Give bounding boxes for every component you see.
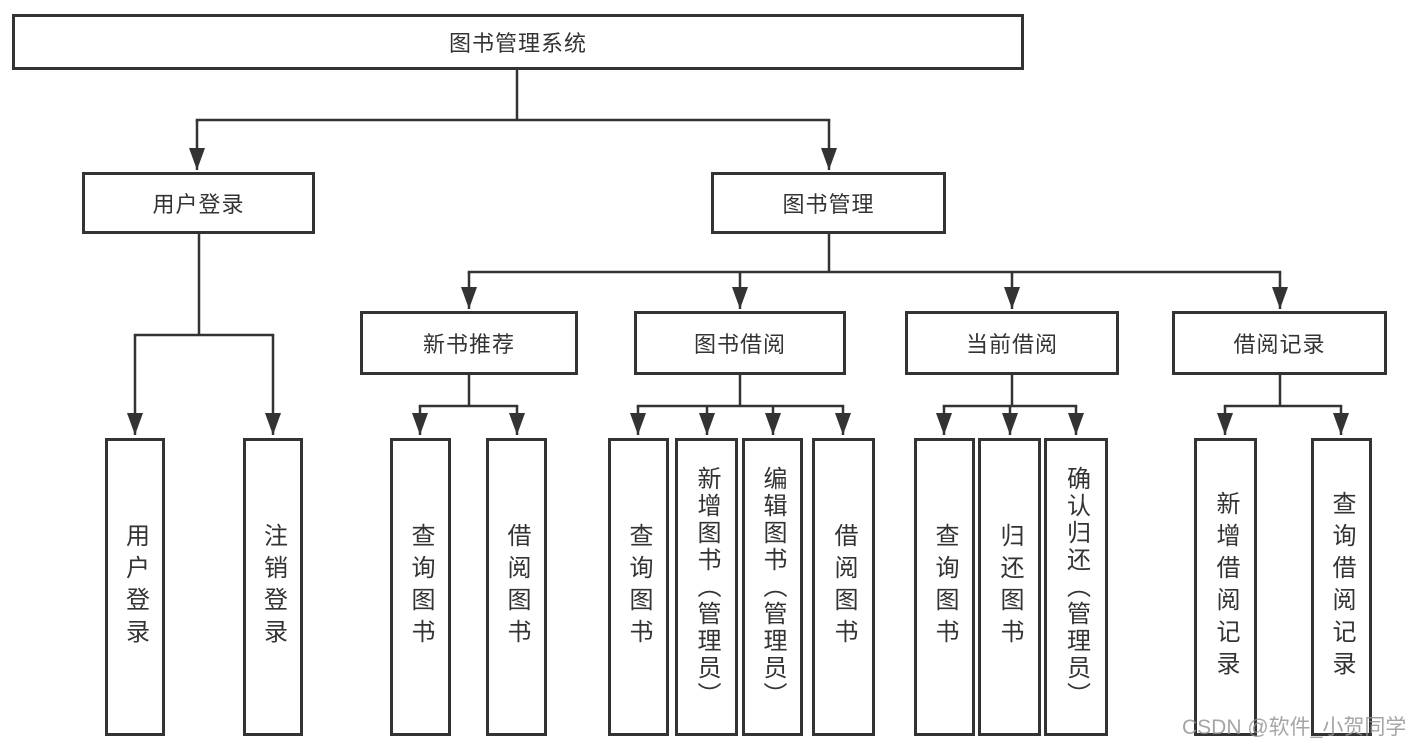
node-borrow-records-label: 借阅记录 — [1233, 332, 1326, 357]
leaf-borrow-books-recommend-label: 借阅图书 — [503, 523, 530, 651]
leaf-borrow-books: 借阅图书 — [812, 438, 875, 736]
leaf-add-book-admin-label: 新增图书（管理员） — [693, 465, 720, 709]
edges-book-mgmt-to-level3 — [461, 234, 1288, 309]
leaf-query-books-borrow: 查询图书 — [608, 438, 669, 736]
node-new-book-recommend: 新书推荐 — [360, 311, 578, 375]
node-current-borrow-label: 当前借阅 — [965, 332, 1058, 357]
node-borrow-records: 借阅记录 — [1172, 311, 1387, 375]
edges-root-to-level2 — [189, 70, 837, 170]
node-book-mgmt-label: 图书管理 — [782, 192, 875, 217]
edges-new-book-group — [412, 375, 525, 435]
leaf-logout-label: 注销登录 — [259, 523, 287, 651]
node-user-login: 用户登录 — [82, 172, 315, 234]
leaf-return-book: 归还图书 — [978, 438, 1041, 736]
leaf-add-borrow-record-label: 新增借阅记录 — [1212, 491, 1239, 683]
edges-borrow-records-group — [1217, 375, 1349, 435]
leaf-query-books-current: 查询图书 — [914, 438, 975, 736]
leaf-user-login: 用户登录 — [105, 438, 165, 736]
leaf-add-borrow-record: 新增借阅记录 — [1194, 438, 1257, 736]
leaf-borrow-books-label: 借阅图书 — [830, 523, 857, 651]
node-root: 图书管理系统 — [12, 14, 1024, 70]
leaf-logout: 注销登录 — [243, 438, 303, 736]
leaf-query-books-recommend: 查询图书 — [390, 438, 451, 736]
node-book-borrow-label: 图书借阅 — [693, 332, 786, 357]
leaf-return-book-label: 归还图书 — [996, 523, 1023, 651]
edges-book-borrow-group — [630, 375, 851, 435]
edges-user-login-group — [127, 234, 281, 435]
leaf-query-borrow-record: 查询借阅记录 — [1311, 438, 1372, 736]
leaf-confirm-return-admin: 确认归还（管理员） — [1044, 438, 1108, 736]
node-user-login-label: 用户登录 — [152, 192, 245, 217]
node-current-borrow: 当前借阅 — [905, 311, 1119, 375]
leaf-borrow-books-recommend: 借阅图书 — [486, 438, 547, 736]
leaf-query-borrow-record-label: 查询借阅记录 — [1328, 491, 1355, 683]
leaf-add-book-admin: 新增图书（管理员） — [675, 438, 738, 736]
leaf-edit-book-admin: 编辑图书（管理员） — [742, 438, 803, 736]
node-root-label: 图书管理系统 — [448, 31, 587, 56]
leaf-confirm-return-admin-label: 确认归还（管理员） — [1062, 465, 1090, 709]
leaf-edit-book-admin-label: 编辑图书（管理员） — [759, 465, 786, 709]
watermark: CSDN @软件_小贺同学 — [1182, 716, 1405, 739]
node-book-borrow: 图书借阅 — [634, 311, 846, 375]
node-book-mgmt: 图书管理 — [711, 172, 946, 234]
edges-current-borrow-group — [936, 375, 1084, 435]
leaf-user-login-label: 用户登录 — [121, 523, 149, 651]
leaf-query-books-recommend-label: 查询图书 — [407, 523, 434, 651]
node-new-book-recommend-label: 新书推荐 — [422, 332, 515, 357]
leaf-query-books-current-label: 查询图书 — [931, 523, 958, 651]
leaf-query-books-borrow-label: 查询图书 — [625, 523, 652, 651]
